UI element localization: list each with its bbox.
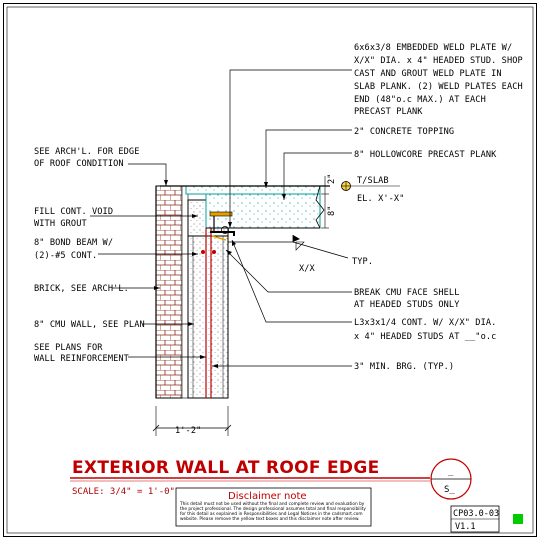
sheet-border bbox=[3, 3, 537, 537]
bond-beam-note-2: (2)-#5 CONT. bbox=[34, 251, 97, 261]
inner-border bbox=[6, 6, 534, 534]
weld-plate bbox=[209, 211, 233, 217]
plank-dim-label: 8" bbox=[327, 205, 337, 216]
disclaimer-line-3: for this detail as explained in Responsi… bbox=[180, 511, 363, 517]
arch-edge-note-1: SEE ARCH'L. FOR EDGE bbox=[34, 147, 139, 157]
air-gap bbox=[181, 185, 189, 399]
disclaimer-heading: Disclaimer note bbox=[228, 491, 307, 502]
brick-veneer bbox=[155, 185, 183, 399]
disclaimer-line-2: the project professional. The design pro… bbox=[180, 506, 366, 512]
topping-note: 2" CONCRETE TOPPING bbox=[354, 127, 454, 137]
fill-void-note-2: WITH GROUT bbox=[34, 219, 87, 229]
sheet-number: CP03.0-03 bbox=[453, 509, 499, 519]
plans-note-2: WALL REINFORCEMENT bbox=[34, 354, 129, 364]
elevation-label: EL. X'-X" bbox=[357, 194, 404, 204]
detail-title: EXTERIOR WALL AT ROOF EDGE bbox=[72, 458, 380, 478]
hollowcore-note: 8" HOLLOWCORE PRECAST PLANK bbox=[354, 150, 497, 160]
hollowcore-plank bbox=[205, 193, 321, 229]
brick-note: BRICK, SEE ARCH'L. bbox=[34, 284, 129, 294]
angle-note-2: x 4" HEADED STUDS AT __"o.c bbox=[354, 332, 496, 342]
bearing-note: 3" MIN. BRG. (TYP.) bbox=[354, 362, 454, 372]
weld bbox=[211, 235, 227, 241]
typ-label: TYP. bbox=[352, 257, 373, 267]
scale-text: SCALE: 3/4" = 1'-0" bbox=[72, 487, 175, 497]
cmu-wall bbox=[187, 235, 229, 399]
break-cmu-note-1: BREAK CMU FACE SHELL bbox=[354, 288, 459, 298]
angle-note-1: L3x3x1/4 CONT. W/ X/X" DIA. bbox=[354, 318, 496, 328]
break-line bbox=[315, 185, 325, 229]
arch-edge-note-2: OF ROOF CONDITION bbox=[34, 159, 124, 169]
sheet-reference: S_ bbox=[444, 485, 455, 495]
concrete-topping bbox=[185, 185, 321, 195]
detail-number: _ bbox=[448, 467, 454, 477]
leaders bbox=[90, 69, 352, 367]
weld-plate-note-6: PRECAST PLANK bbox=[354, 107, 423, 117]
plans-note-1: SEE PLANS FOR bbox=[34, 343, 103, 353]
width-dim-label: 1'-2" bbox=[175, 426, 201, 436]
tslab-label: T/SLAB bbox=[357, 176, 389, 186]
weld-plate-note-3: CAST AND GROUT WELD PLATE IN bbox=[354, 69, 502, 79]
weld-plate-note-1: 6x6x3/8 EMBEDDED WELD PLATE W/ bbox=[354, 43, 512, 53]
disclaimer-line-4: website. Please remove the yellow text b… bbox=[180, 516, 360, 522]
topping-dim-label: 2" bbox=[327, 173, 337, 184]
weld-symbol-leader bbox=[228, 241, 349, 259]
break-cmu-note-2: AT HEADED STUDS ONLY bbox=[354, 300, 460, 310]
weld-plate-note-5: END (48"o.c MAX.) AT EACH bbox=[354, 95, 486, 105]
weld-size-label: X/X bbox=[299, 264, 316, 274]
version-label: V1.1 bbox=[455, 522, 475, 532]
fill-void-note-1: FILL CONT. VOID bbox=[34, 207, 113, 217]
bond-beam-bar bbox=[201, 250, 205, 254]
disclaimer-line-1: This detail must not be used without the… bbox=[179, 501, 365, 507]
weld-plate-note-4: SLAB PLANK. (2) WELD PLATES EACH bbox=[354, 82, 523, 92]
status-indicator bbox=[513, 514, 523, 524]
cmu-wall-note: 8" CMU WALL, SEE PLAN bbox=[34, 320, 145, 330]
bond-beam-note-1: 8" BOND BEAM W/ bbox=[34, 238, 113, 248]
weld-plate-note-2: X/X" DIA. x 4" HEADED STUD. SHOP bbox=[354, 56, 523, 66]
disclaimer-box bbox=[175, 487, 372, 527]
steel-angle bbox=[210, 231, 235, 236]
